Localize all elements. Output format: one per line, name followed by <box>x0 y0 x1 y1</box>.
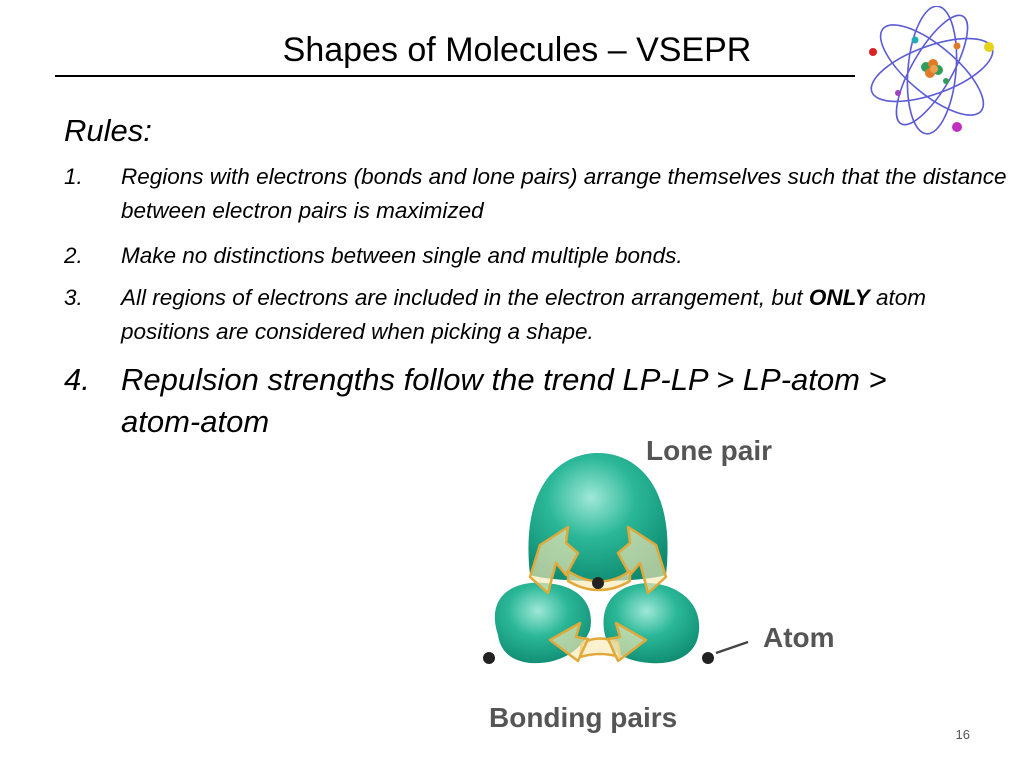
atom-label: Atom <box>763 622 835 653</box>
rule-number: 4. <box>64 362 90 397</box>
outer-atom-right <box>702 652 714 664</box>
rule-number: 1. <box>64 164 83 189</box>
atom-pointer <box>715 640 749 655</box>
rule-text: Regions with electrons (bonds and lone p… <box>121 164 1007 223</box>
central-atom <box>592 577 604 589</box>
repulsion-arrow <box>548 621 590 663</box>
atom-icon <box>869 6 994 135</box>
repulsion-arrow <box>566 569 632 592</box>
slide-title: Shapes of Molecules – VSEPR <box>282 31 752 69</box>
rule-text-before: All regions of electrons are included in… <box>121 285 809 310</box>
title-underline <box>55 75 855 77</box>
lone-pair-label: Lone pair <box>646 435 772 466</box>
page-number: 16 <box>955 727 970 742</box>
vsepr-diagram: Lone pair Atom Bonding pairs <box>483 435 835 733</box>
rule-emphasis: ONLY <box>808 285 870 310</box>
bonding-pairs-label: Bonding pairs <box>489 702 677 733</box>
rule-number: 2. <box>64 243 83 268</box>
rules-heading: Rules: <box>64 113 152 148</box>
repulsion-arrow <box>528 525 580 595</box>
repulsion-arrow <box>606 621 648 663</box>
rule-text: All regions of electrons are included in… <box>121 281 1021 349</box>
rule-text: Repulsion strengths follow the trend LP-… <box>121 362 887 439</box>
rule-text: Make no distinctions between single and … <box>121 243 683 268</box>
rule-text-after: atom positions are considered when picki… <box>121 285 927 344</box>
rule-number: 3. <box>64 285 83 310</box>
outer-atom-left <box>483 652 495 664</box>
